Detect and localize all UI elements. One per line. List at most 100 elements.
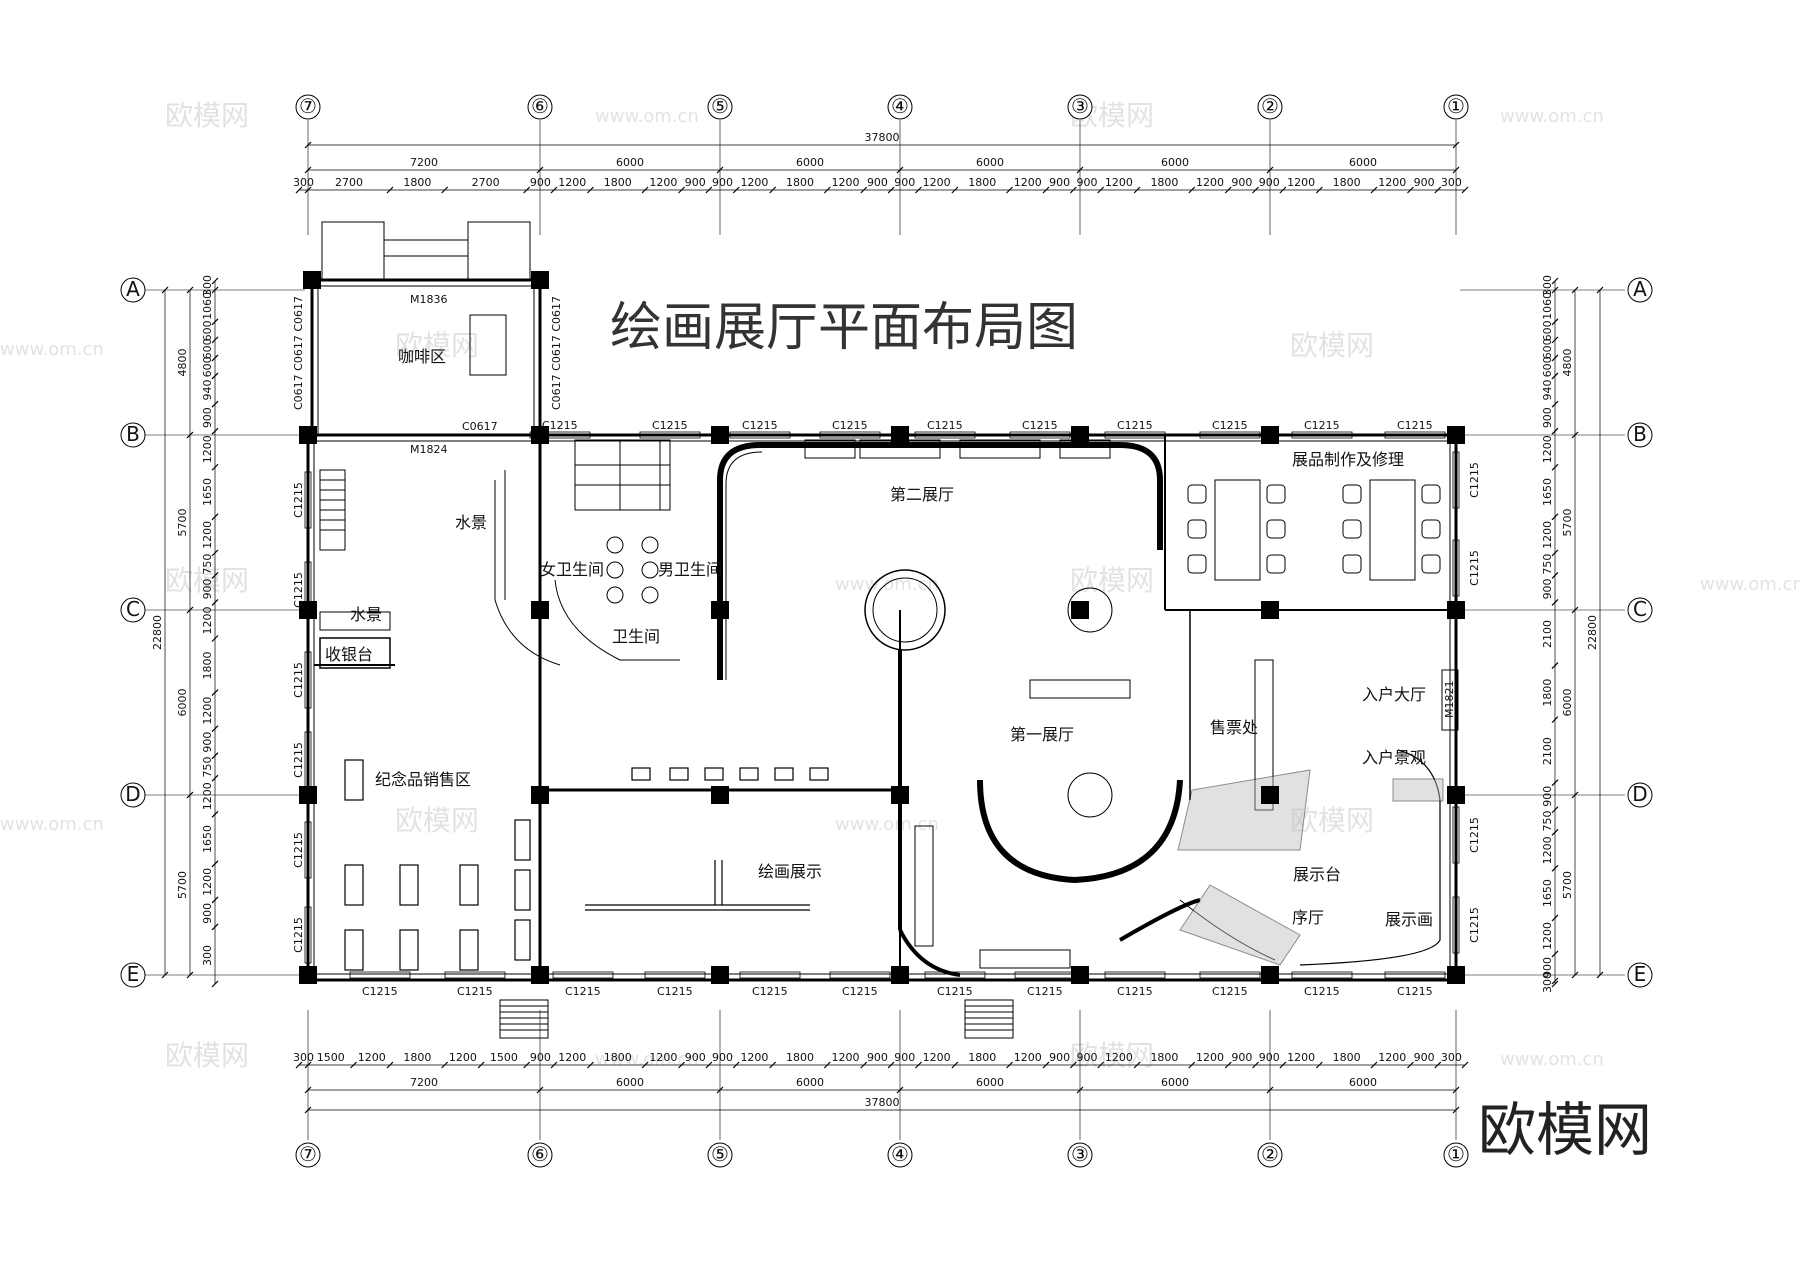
window-tag: C1215: [292, 482, 305, 518]
dim-tick: [386, 186, 394, 194]
dim-tick: [1188, 1061, 1196, 1069]
dim-tick: [1097, 1061, 1105, 1069]
dim-tick: [1571, 431, 1579, 439]
dim-label: 750: [1541, 811, 1554, 832]
window-tag: C1215: [742, 419, 778, 432]
dim-tick: [536, 1086, 544, 1094]
dim-tick: [1370, 1061, 1378, 1069]
dim-tick: [769, 186, 777, 194]
dim-label: 900: [685, 176, 706, 189]
dim-label: 1200: [1287, 1051, 1315, 1064]
window-mark: [914, 431, 976, 439]
dim-label: 1200: [201, 521, 214, 549]
column: [299, 426, 317, 444]
dim-tick: [211, 286, 219, 294]
dim-label: 1200: [832, 1051, 860, 1064]
svg-text:A: A: [126, 277, 140, 301]
window-mark: [1291, 971, 1353, 979]
dim-label: 900: [867, 1051, 888, 1064]
window-tag: C1215: [1212, 419, 1248, 432]
window-mark: [639, 431, 701, 439]
column: [711, 786, 729, 804]
window-tag: C1215: [1022, 419, 1058, 432]
dim-tick: [1571, 791, 1579, 799]
door-tag-m1824: M1824: [410, 443, 448, 456]
column: [891, 966, 909, 984]
dim-tick: [211, 549, 219, 557]
dim-tick: [1006, 1061, 1013, 1069]
watermark-logo: 欧模网: [1070, 564, 1154, 597]
dim-tick: [304, 166, 312, 174]
dim-tick: [1551, 372, 1559, 380]
dim-tick: [211, 427, 219, 435]
dim-tick: [915, 186, 922, 194]
dim-label: 900: [1541, 786, 1554, 807]
dim-tick: [951, 186, 959, 194]
column: [891, 786, 909, 804]
column: [1071, 601, 1089, 619]
axis-bubble-top: ②: [1257, 94, 1283, 120]
axis-bubble-top: ③: [1067, 94, 1093, 120]
svg-text:D: D: [1632, 782, 1647, 806]
brand-logo: 欧模网: [1478, 1096, 1652, 1164]
dim-tick: [1551, 463, 1559, 471]
dimension-chains: [161, 141, 1604, 1114]
window-tag: C1215: [1117, 985, 1153, 998]
axis-bubble-bottom: ④: [887, 1142, 913, 1168]
axis-bubble-right: A: [1627, 277, 1653, 303]
dim-tick: [186, 431, 194, 439]
dim-label: 750: [1541, 554, 1554, 575]
watermark-site: www.om.cn: [1500, 1049, 1604, 1070]
dim-label: 6000: [1161, 1076, 1189, 1089]
svg-text:B: B: [126, 422, 140, 446]
dim-tick: [441, 186, 449, 194]
dim-label: 1200: [1541, 836, 1554, 864]
dim-label: 1200: [1105, 1051, 1133, 1064]
dim-label: 1200: [1287, 176, 1315, 189]
dim-label: 4800: [176, 349, 189, 377]
column: [711, 966, 729, 984]
dim-tick: [186, 971, 194, 979]
dim-label: 1200: [1541, 521, 1554, 549]
door-tag-m1821: M1821: [1443, 681, 1456, 719]
dim-tick: [1224, 186, 1232, 194]
dim-tick: [1097, 186, 1105, 194]
dim-tick: [1252, 186, 1259, 194]
dim-label: 600: [201, 320, 214, 341]
column: [531, 966, 549, 984]
room-workshop: 展品制作及修理: [1292, 450, 1404, 469]
dim-label: 600: [201, 356, 214, 377]
dim-tick: [1407, 1061, 1414, 1069]
window-mark: [444, 971, 506, 979]
dim-tick: [211, 318, 219, 326]
column: [711, 601, 729, 619]
dim-label: 900: [530, 176, 551, 189]
window-tag: C1215: [1212, 985, 1248, 998]
dim-tick: [1076, 1086, 1084, 1094]
dim-label: 600: [201, 338, 214, 359]
watermark-site: www.om.cn: [0, 339, 104, 360]
dim-label: 1200: [1541, 435, 1554, 463]
dim-label: 6000: [1561, 689, 1574, 717]
dim-label: 300: [201, 275, 214, 296]
window-mark: [1291, 431, 1353, 439]
dim-tick: [161, 286, 169, 294]
room-hall-2: 第二展厅: [890, 485, 954, 504]
window-mark: [819, 431, 881, 439]
svg-text:④: ④: [891, 1142, 909, 1166]
watermark-logo: 欧模网: [165, 99, 249, 132]
column: [1447, 426, 1465, 444]
dim-tick: [386, 1061, 394, 1069]
window-mark: [304, 731, 312, 789]
window-tag: C1215: [1468, 462, 1481, 498]
dim-label: 900: [201, 407, 214, 428]
dim-tick: [211, 336, 219, 344]
dim-tick: [1551, 662, 1559, 669]
dim-tick: [441, 1061, 449, 1069]
dim-label: 900: [1077, 1051, 1098, 1064]
watermark-logo: 欧模网: [165, 564, 249, 597]
dim-tick: [1551, 716, 1559, 724]
dim-tick: [860, 186, 868, 194]
dim-tick: [896, 166, 904, 174]
